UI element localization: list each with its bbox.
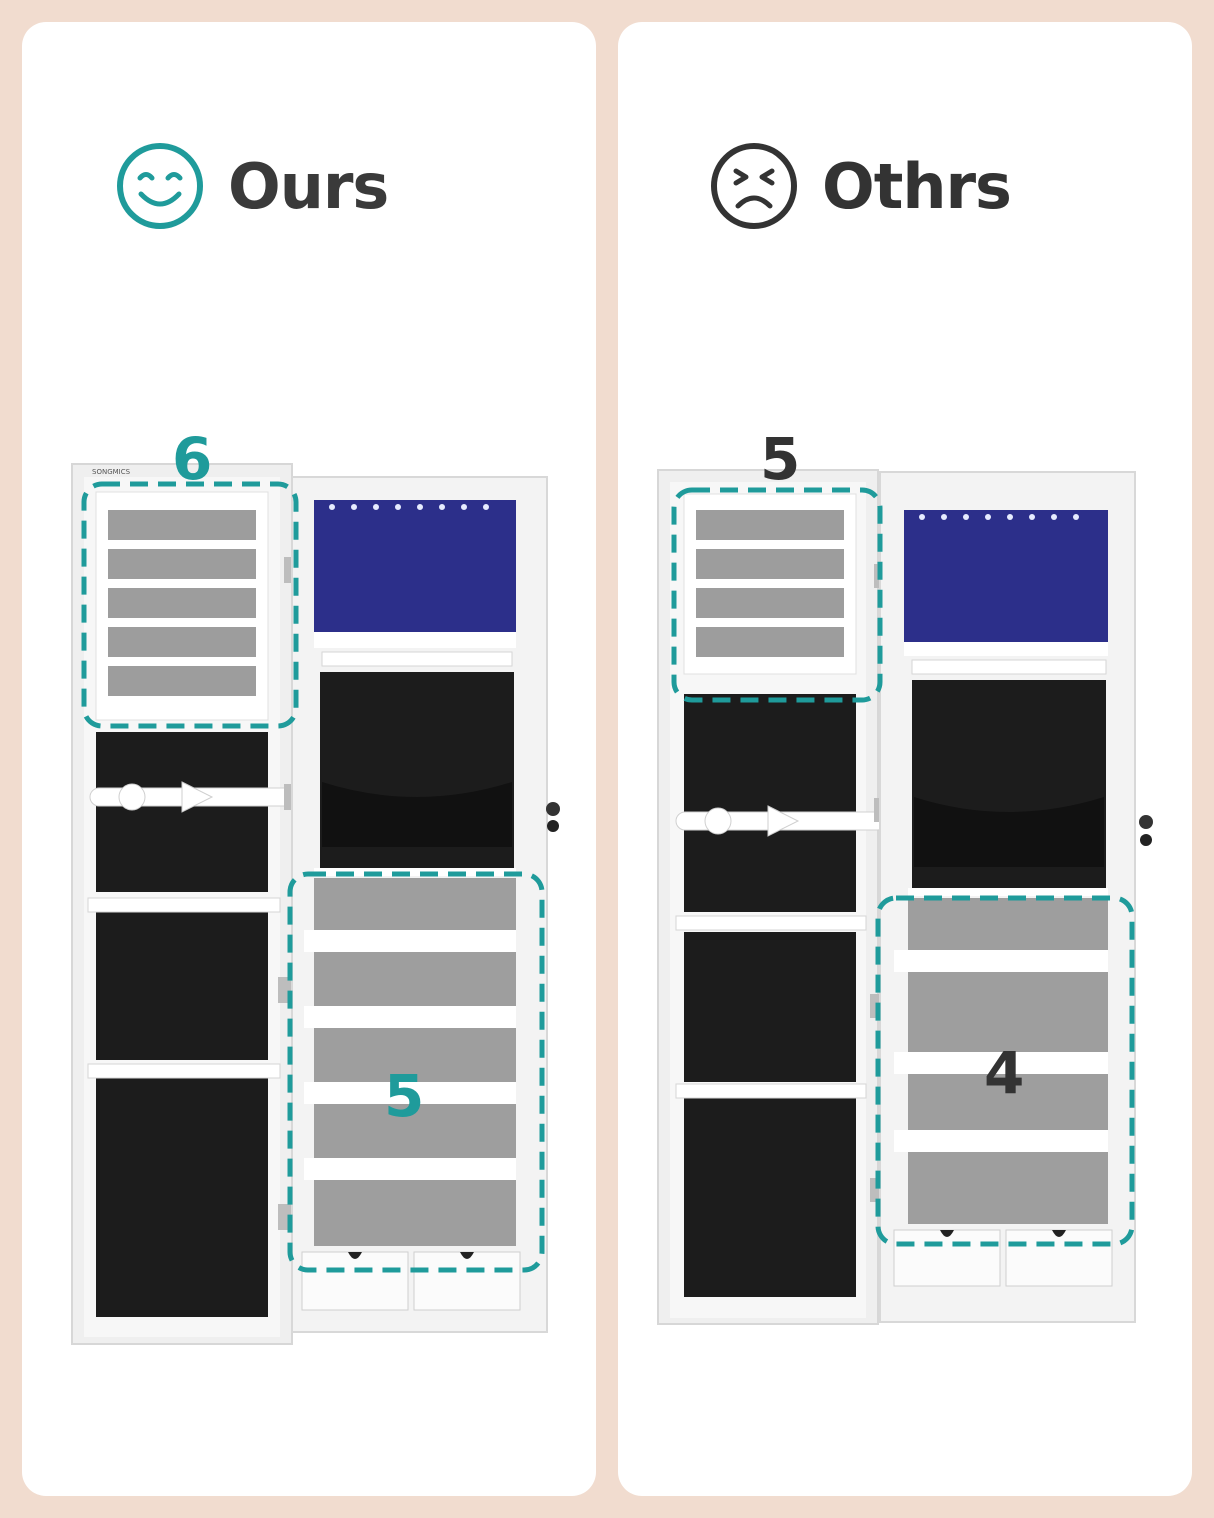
jewelry-cabinet-others [657, 469, 1153, 1325]
comparison-panel-ours: Ours SONGMICS [22, 22, 596, 1496]
jewelry-cabinet-ours: SONGMICS [71, 463, 560, 1345]
others-label: Othrs [822, 149, 1012, 223]
ours-top-count: 6 [172, 425, 213, 493]
highlight-earring-panel [671, 487, 883, 703]
happy-face-icon [117, 143, 203, 229]
sad-face-icon [711, 143, 797, 229]
comparison-panel-others: Othrs [618, 22, 1192, 1496]
others-header: Othrs [708, 140, 1012, 232]
ours-label: Ours [228, 149, 389, 223]
highlight-shelves [287, 871, 545, 1273]
highlight-earring-panel [81, 481, 299, 729]
highlight-shelves [875, 895, 1135, 1247]
others-top-count: 5 [760, 425, 801, 493]
ours-header: Ours [114, 140, 389, 232]
cabinet-door: SONGMICS [71, 463, 301, 1345]
ours-bottom-count: 5 [384, 1062, 425, 1130]
others-bottom-count: 4 [984, 1039, 1025, 1107]
svg-text:SONGMICS: SONGMICS [92, 468, 131, 476]
cabinet-body [291, 476, 560, 1333]
cabinet-door [657, 469, 888, 1325]
